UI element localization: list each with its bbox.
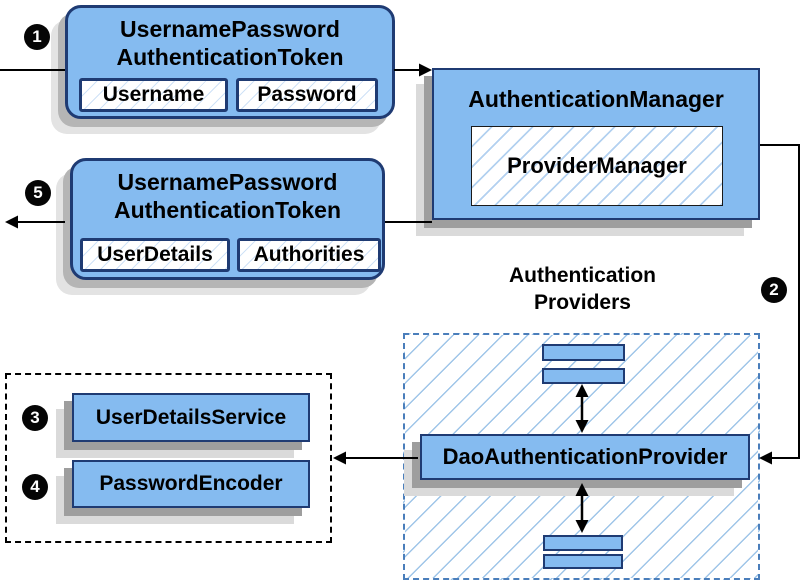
authentication-manager-title: AuthenticationManager [468, 86, 724, 112]
user-details-field-box: UserDetails [80, 238, 230, 272]
token-request-title: UsernamePassword AuthenticationToken [68, 15, 392, 71]
user-details-service-box: UserDetailsService [72, 393, 310, 442]
step-5-badge: 5 [25, 180, 51, 206]
authorities-field-label: Authorities [253, 243, 365, 266]
provider-manager-title: ProviderManager [507, 153, 687, 178]
user-details-service-title: UserDetailsService [95, 405, 287, 429]
username-password-token-request-box: UsernamePassword AuthenticationToken Use… [65, 5, 395, 119]
authentication-manager-box: AuthenticationManager ProviderManager [432, 68, 760, 220]
username-field-box: Username [79, 78, 228, 112]
arrow-step1-head [419, 63, 432, 77]
step-3-badge: 3 [22, 405, 48, 431]
step-1-badge: 1 [24, 24, 50, 50]
password-field-label: Password [257, 83, 357, 106]
provider-stub-bar-top-2 [542, 368, 625, 384]
authentication-providers-label: Authentication Providers [440, 262, 725, 316]
token-result-title-line2: AuthenticationToken [113, 197, 341, 223]
token-request-title-line2: AuthenticationToken [116, 44, 344, 70]
username-field-label: Username [102, 83, 205, 106]
token-result-title: UsernamePassword AuthenticationToken [73, 168, 382, 224]
provider-stub-bar-top-1 [542, 344, 625, 361]
dao-authentication-provider-box: DaoAuthenticationProvider [420, 434, 750, 480]
authentication-providers-label-line1: Authentication [509, 264, 656, 287]
token-request-title-line1: UsernamePassword [120, 16, 340, 42]
arrow-services-head [333, 451, 346, 465]
arrow-step2-head [759, 451, 772, 465]
authentication-providers-label-line2: Providers [534, 291, 631, 314]
step-2-badge: 2 [761, 277, 787, 303]
services-group-box [5, 373, 332, 543]
step-4-badge: 4 [22, 474, 48, 500]
username-password-token-result-box: UsernamePassword AuthenticationToken Use… [70, 158, 385, 280]
token-result-title-line1: UsernamePassword [117, 169, 338, 195]
provider-stub-bar-bottom-1 [543, 535, 623, 551]
user-details-field-label: UserDetails [97, 243, 213, 266]
provider-manager-box: ProviderManager [471, 126, 723, 206]
dao-authentication-provider-title: DaoAuthenticationProvider [442, 444, 728, 469]
provider-stub-bar-bottom-2 [543, 554, 623, 569]
password-encoder-title: PasswordEncoder [99, 472, 283, 495]
arrow-step5-head [5, 215, 18, 229]
password-field-box: Password [236, 78, 378, 112]
authorities-field-box: Authorities [237, 238, 381, 272]
password-encoder-box: PasswordEncoder [72, 460, 310, 508]
